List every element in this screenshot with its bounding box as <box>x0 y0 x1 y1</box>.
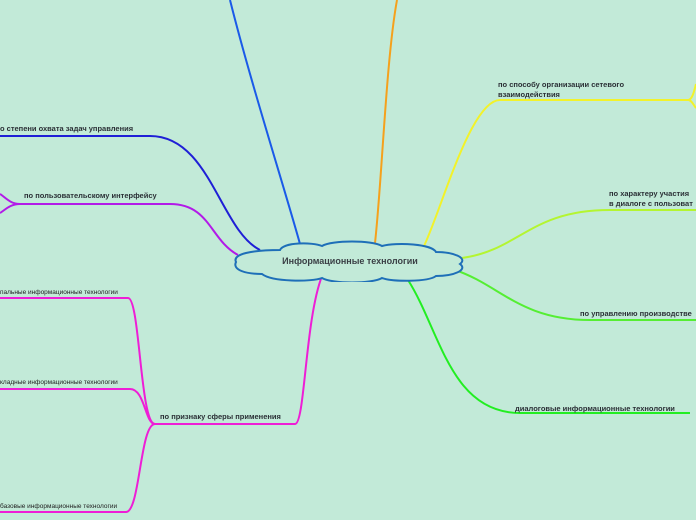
connector-applied <box>0 388 156 425</box>
central-topic-title: Информационные технологии <box>282 256 418 266</box>
branch-coverage[interactable]: о степени охвата задач управления <box>0 124 134 133</box>
sub-item-basic[interactable]: базовые информационные технологии <box>0 503 118 510</box>
branch-production[interactable]: по управлению производстве <box>580 309 692 318</box>
connector-dialog-tech <box>407 279 690 414</box>
central-topic-node[interactable]: Информационные технологии <box>232 240 468 282</box>
branch-network[interactable]: по способу организации сетевого взаимоде… <box>498 80 625 99</box>
branch-application-area[interactable]: по признаку сферы применения <box>160 412 281 421</box>
connector-production <box>454 269 696 321</box>
connector-dialog-character <box>461 209 696 259</box>
connector-network-stub <box>687 83 696 109</box>
cloud-shape <box>234 240 464 282</box>
branch-dialog-character[interactable]: по характеру участия в диалоге с пользов… <box>609 189 693 208</box>
connector-coverage <box>0 135 261 251</box>
sub-item-applied[interactable]: кладные информационные технологии <box>0 379 118 386</box>
connector-specialized <box>0 297 156 425</box>
connector-user-interface <box>20 203 239 256</box>
branch-dialog-tech[interactable]: диалоговые информационные технологии <box>515 404 675 413</box>
connector-application-area <box>155 275 323 425</box>
connector-user-interface-stub <box>0 193 21 214</box>
connector-top-orange <box>374 0 398 244</box>
connector-network <box>422 99 688 249</box>
branch-user-interface[interactable]: по пользовательскому интерфейсу <box>24 191 157 200</box>
sub-item-specialized[interactable]: пальные информационные технологии <box>0 289 118 296</box>
connector-top-blue <box>229 0 301 245</box>
connector-basic <box>0 423 156 513</box>
